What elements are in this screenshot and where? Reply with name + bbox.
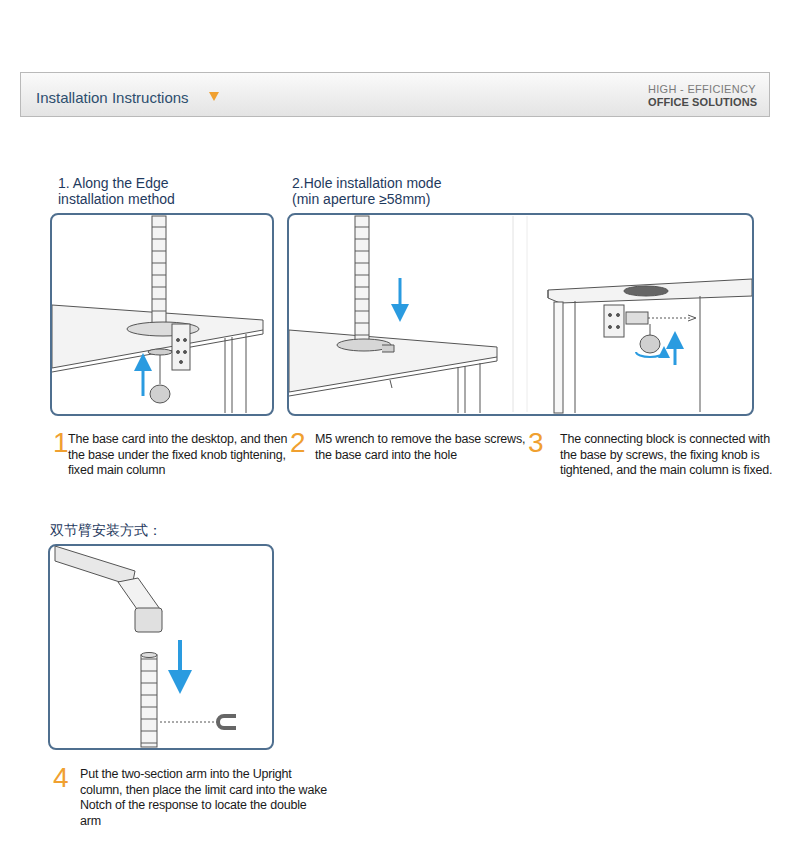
- brand-tagline: HIGH - EFFICIENCY: [648, 83, 756, 95]
- step-text: The connecting block is connected with t…: [560, 432, 782, 479]
- panel-heading: 双节臂安装方式：: [50, 522, 250, 538]
- header-title: Installation Instructions: [36, 89, 189, 106]
- callout-number: 3: [528, 428, 544, 458]
- callout-number: 4: [53, 763, 69, 793]
- illustration-panel: 1. Along the Edge installation method: [50, 213, 274, 416]
- callout-number: 1: [53, 428, 69, 458]
- step-text: M5 wrench to remove the base screws, the…: [315, 432, 537, 463]
- illustration-panel: 双节臂安装方式：: [48, 544, 274, 750]
- illustration-panel: 2.Hole installation mode (min aperture ≥…: [287, 213, 754, 416]
- brand-tagline: OFFICE SOLUTIONS: [648, 96, 757, 108]
- step-text: The base card into the desktop, and then…: [68, 432, 290, 479]
- triangle-icon: [209, 92, 219, 101]
- panel-heading: 2.Hole installation mode (min aperture ≥…: [292, 175, 470, 207]
- step-text: Put the two-section arm into the Upright…: [80, 767, 330, 829]
- panel-heading: 1. Along the Edge installation method: [58, 175, 198, 207]
- callout-number: 2: [290, 428, 306, 458]
